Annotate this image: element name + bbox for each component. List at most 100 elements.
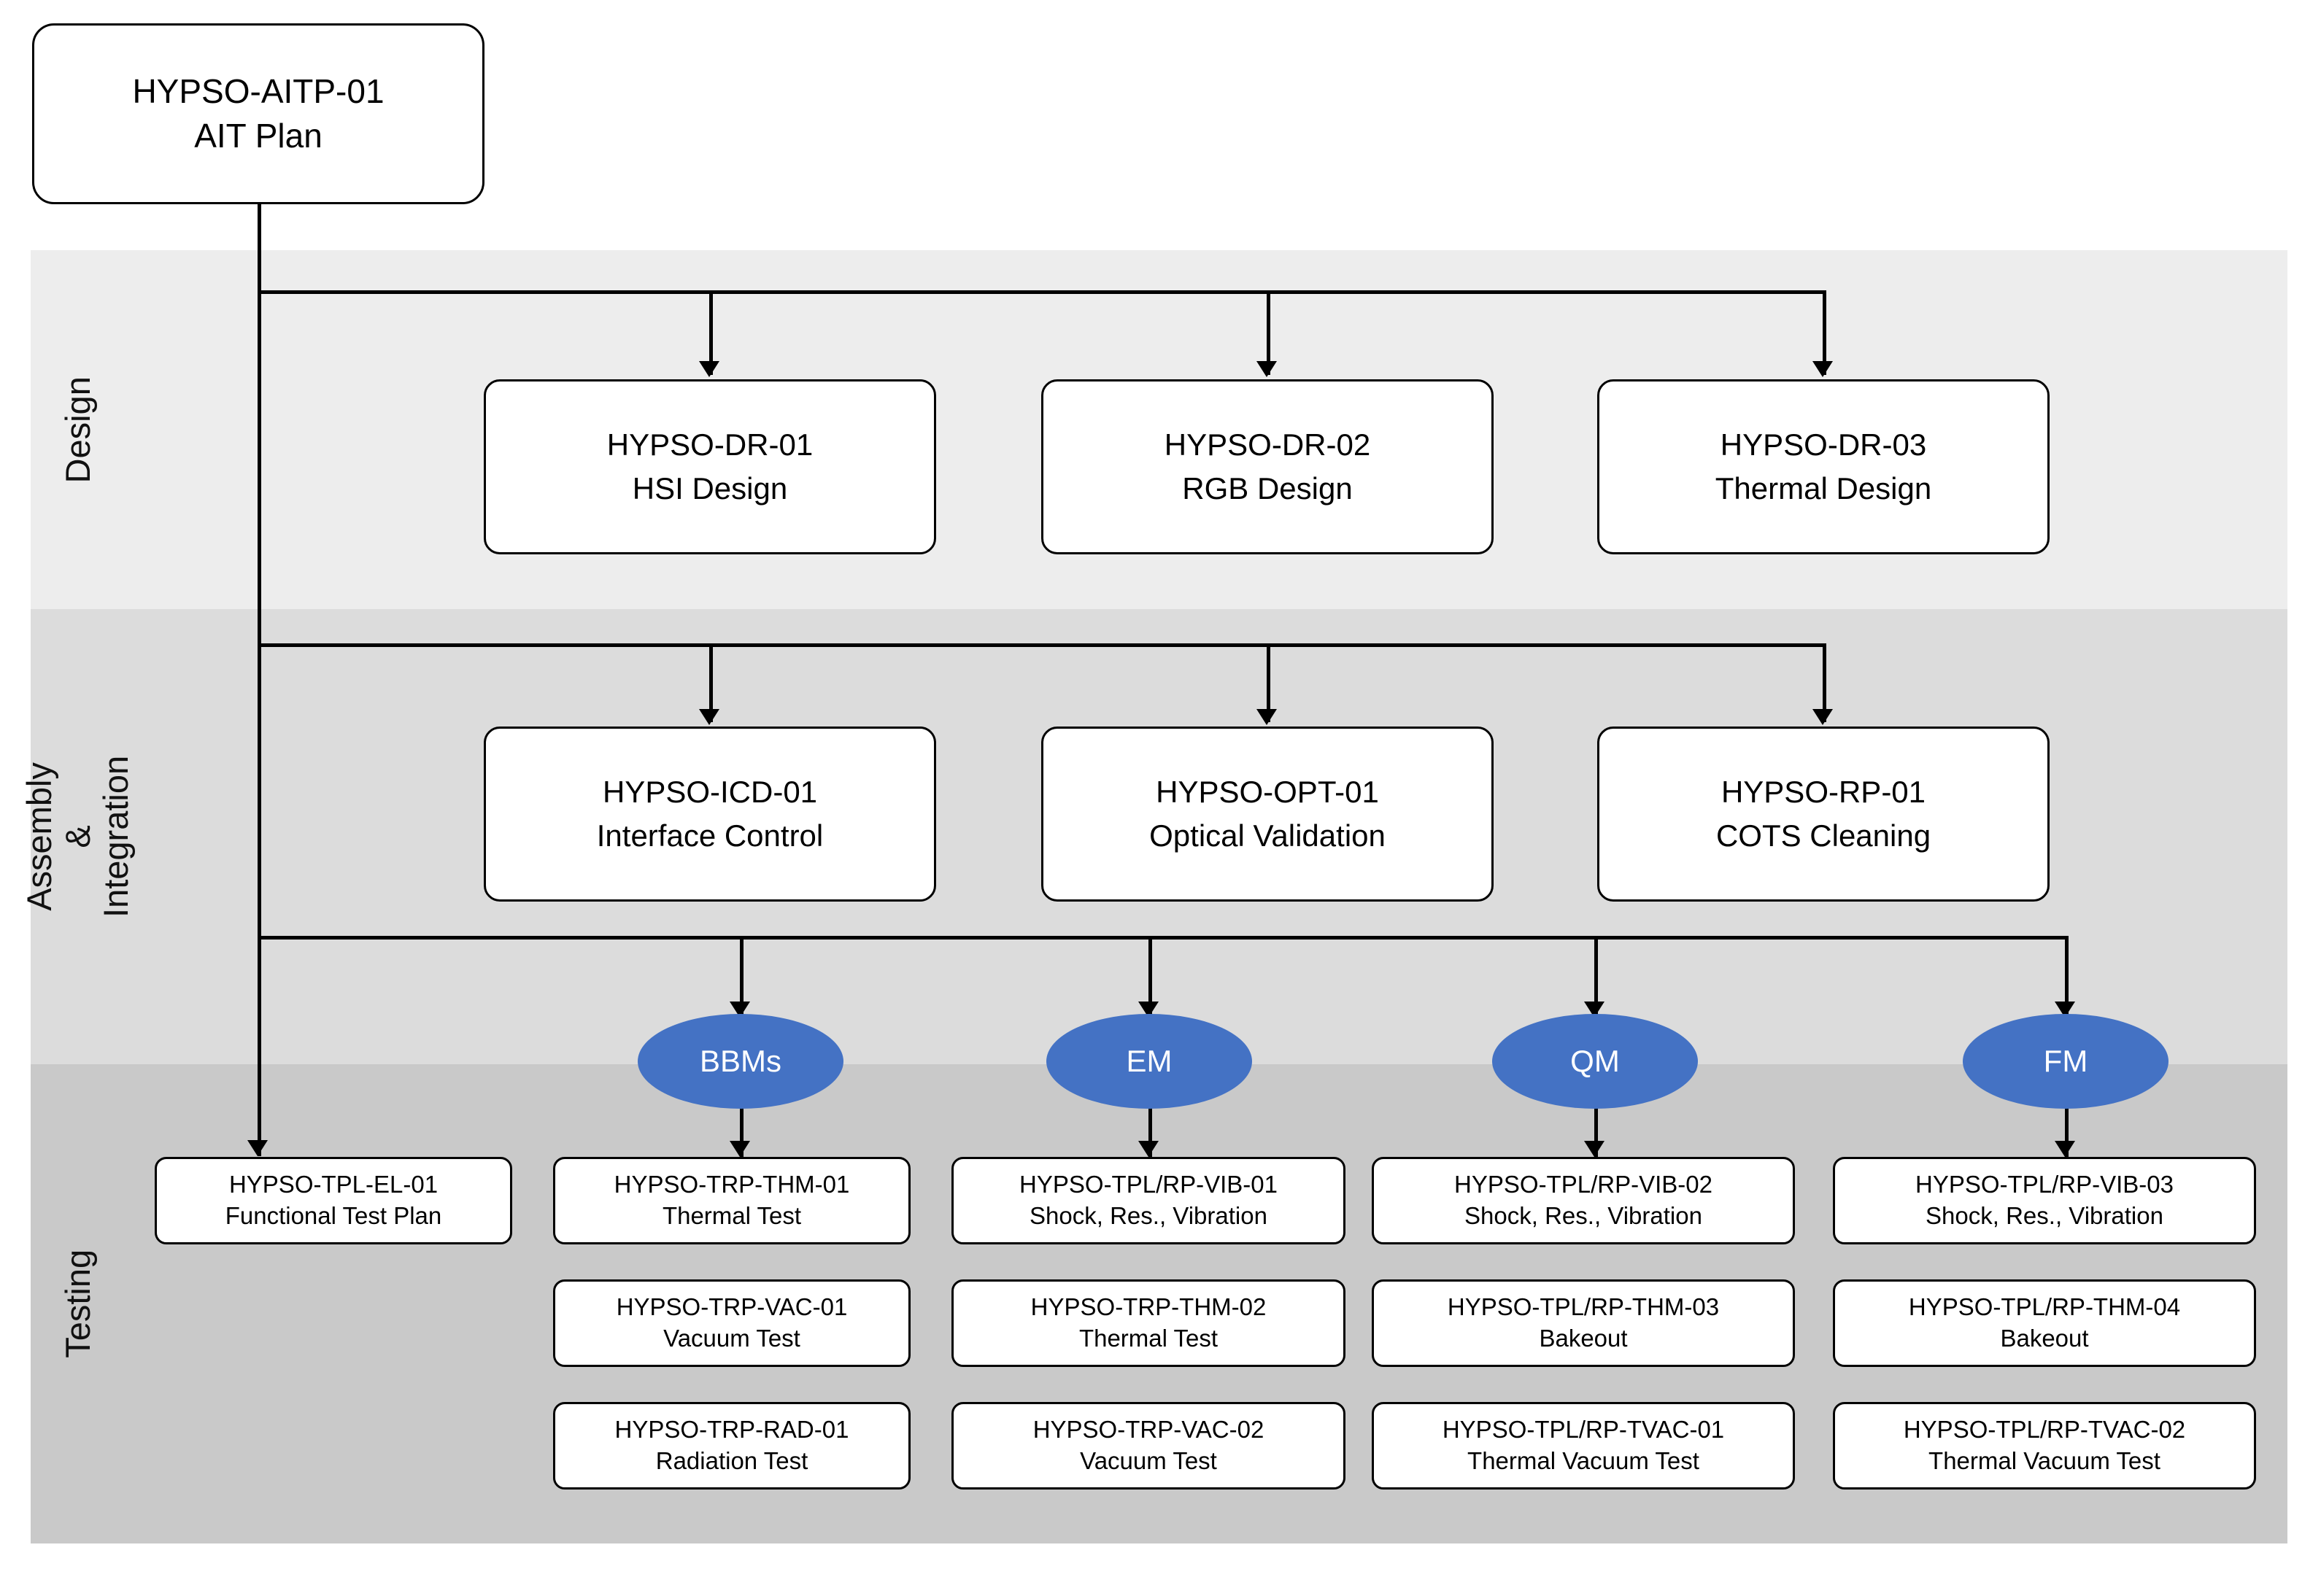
- node-test-bbms-2[interactable]: HYPSO-TRP-VAC-01 Vacuum Test: [553, 1279, 911, 1367]
- node-design-3-code: HYPSO-DR-03: [1720, 427, 1927, 462]
- arrow-model-qm: [1584, 1002, 1604, 1018]
- drop-line-model-em: [1148, 936, 1152, 1018]
- bus-line-models: [258, 936, 2067, 940]
- trunk-arrow-to-functional-test-plan: [247, 1140, 268, 1156]
- node-test-em-2[interactable]: HYPSO-TRP-THM-02 Thermal Test: [951, 1279, 1345, 1367]
- node-design-3[interactable]: HYPSO-DR-03 Thermal Design: [1597, 379, 2050, 554]
- node-design-1-code: HYPSO-DR-01: [606, 427, 814, 462]
- node-assembly-2-name: Optical Validation: [1149, 818, 1386, 853]
- node-design-3-name: Thermal Design: [1715, 471, 1932, 505]
- line-qm-to-tests: [1594, 1107, 1598, 1157]
- node-root-name: AIT Plan: [194, 117, 323, 155]
- drop-line-assembly-3: [1823, 643, 1826, 722]
- node-test-em-2-code: HYPSO-TRP-THM-02: [1030, 1293, 1267, 1321]
- swimlane-label-design: Design: [31, 250, 125, 609]
- node-test-fm-2[interactable]: HYPSO-TPL/RP-THM-04 Bakeout: [1833, 1279, 2256, 1367]
- node-test-em-3-code: HYPSO-TRP-VAC-02: [1032, 1416, 1264, 1444]
- node-test-em-1-name: Shock, Res., Vibration: [1030, 1202, 1267, 1229]
- node-test-fm-3-code: HYPSO-TPL/RP-TVAC-02: [1903, 1416, 2186, 1444]
- node-root-code: HYPSO-AITP-01: [132, 72, 385, 111]
- swimlane-label-assembly-text: Assembly & Integration: [20, 755, 136, 918]
- model-ellipse-fm[interactable]: FM: [1963, 1014, 2169, 1109]
- drop-line-design-1: [709, 290, 713, 375]
- node-design-1[interactable]: HYPSO-DR-01 HSI Design: [484, 379, 936, 554]
- node-test-fm-3[interactable]: HYPSO-TPL/RP-TVAC-02 Thermal Vacuum Test: [1833, 1402, 2256, 1490]
- node-test-bbms-3-name: Radiation Test: [655, 1447, 808, 1474]
- arrow-design-2: [1256, 361, 1277, 377]
- swimlane-label-assembly: Assembly & Integration: [20, 609, 135, 1064]
- model-ellipse-fm-label: FM: [2043, 1044, 2088, 1078]
- model-ellipse-qm-label: QM: [1570, 1044, 1620, 1078]
- trunk-line-vertical: [258, 204, 261, 1156]
- node-test-fm-1-code: HYPSO-TPL/RP-VIB-03: [1915, 1171, 2174, 1198]
- node-test-plan-1-name: Functional Test Plan: [225, 1202, 442, 1229]
- node-assembly-1-code: HYPSO-ICD-01: [602, 775, 818, 810]
- node-assembly-1[interactable]: HYPSO-ICD-01 Interface Control: [484, 727, 936, 902]
- arrow-fm-to-tests: [2055, 1141, 2075, 1157]
- node-test-fm-3-name: Thermal Vacuum Test: [1928, 1447, 2160, 1474]
- node-test-qm-3[interactable]: HYPSO-TPL/RP-TVAC-01 Thermal Vacuum Test: [1372, 1402, 1795, 1490]
- arrow-qm-to-tests: [1584, 1141, 1604, 1157]
- arrow-assembly-1: [699, 709, 719, 725]
- swimlane-label-design-text: Design: [58, 376, 97, 484]
- node-test-fm-2-code: HYPSO-TPL/RP-THM-04: [1908, 1293, 2181, 1321]
- node-test-bbms-1-code: HYPSO-TRP-THM-01: [614, 1171, 850, 1198]
- node-assembly-1-name: Interface Control: [596, 818, 824, 853]
- node-test-bbms-1[interactable]: HYPSO-TRP-THM-01 Thermal Test: [553, 1157, 911, 1244]
- arrow-em-to-tests: [1138, 1141, 1159, 1157]
- node-test-em-1-code: HYPSO-TPL/RP-VIB-01: [1019, 1171, 1278, 1198]
- swimlane-label-testing: Testing: [31, 1064, 125, 1543]
- arrow-assembly-3: [1812, 709, 1833, 725]
- drop-line-model-bbms: [740, 936, 744, 1018]
- node-test-em-1[interactable]: HYPSO-TPL/RP-VIB-01 Shock, Res., Vibrati…: [951, 1157, 1345, 1244]
- node-test-qm-2-code: HYPSO-TPL/RP-THM-03: [1447, 1293, 1720, 1321]
- arrow-design-3: [1812, 361, 1833, 377]
- node-test-qm-3-code: HYPSO-TPL/RP-TVAC-01: [1442, 1416, 1725, 1444]
- node-test-em-3-name: Vacuum Test: [1080, 1447, 1217, 1474]
- drop-line-assembly-2: [1267, 643, 1270, 722]
- node-design-1-name: HSI Design: [632, 471, 788, 505]
- node-design-2[interactable]: HYPSO-DR-02 RGB Design: [1041, 379, 1494, 554]
- node-test-qm-2-name: Bakeout: [1539, 1325, 1628, 1352]
- node-assembly-3[interactable]: HYPSO-RP-01 COTS Cleaning: [1597, 727, 2050, 902]
- drop-line-design-2: [1267, 290, 1270, 375]
- node-test-bbms-1-name: Thermal Test: [662, 1202, 802, 1229]
- node-test-plan-1-code: HYPSO-TPL-EL-01: [228, 1171, 439, 1198]
- node-design-2-code: HYPSO-DR-02: [1164, 427, 1371, 462]
- node-test-fm-1[interactable]: HYPSO-TPL/RP-VIB-03 Shock, Res., Vibrati…: [1833, 1157, 2256, 1244]
- node-test-qm-1-name: Shock, Res., Vibration: [1464, 1202, 1702, 1229]
- bus-line-design: [258, 290, 1824, 294]
- arrow-model-fm: [2055, 1002, 2075, 1018]
- swimlane-label-testing-text: Testing: [58, 1250, 97, 1358]
- node-test-qm-2[interactable]: HYPSO-TPL/RP-THM-03 Bakeout: [1372, 1279, 1795, 1367]
- model-ellipse-em-label: EM: [1126, 1044, 1173, 1078]
- node-test-bbms-3[interactable]: HYPSO-TRP-RAD-01 Radiation Test: [553, 1402, 911, 1490]
- node-test-fm-2-name: Bakeout: [2000, 1325, 2089, 1352]
- drop-line-assembly-1: [709, 643, 713, 722]
- line-fm-to-tests: [2065, 1107, 2069, 1157]
- model-ellipse-qm[interactable]: QM: [1492, 1014, 1698, 1109]
- node-assembly-3-code: HYPSO-RP-01: [1721, 775, 1926, 810]
- model-ellipse-bbms-label: BBMs: [699, 1044, 781, 1078]
- node-root-ait-plan[interactable]: HYPSO-AITP-01 AIT Plan: [32, 23, 484, 204]
- node-assembly-2[interactable]: HYPSO-OPT-01 Optical Validation: [1041, 727, 1494, 902]
- node-test-plan-1[interactable]: HYPSO-TPL-EL-01 Functional Test Plan: [155, 1157, 512, 1244]
- line-em-to-tests: [1148, 1107, 1152, 1157]
- node-test-bbms-3-code: HYPSO-TRP-RAD-01: [614, 1416, 849, 1444]
- node-test-qm-1[interactable]: HYPSO-TPL/RP-VIB-02 Shock, Res., Vibrati…: [1372, 1157, 1795, 1244]
- model-ellipse-bbms[interactable]: BBMs: [638, 1014, 843, 1109]
- node-test-bbms-2-code: HYPSO-TRP-VAC-01: [616, 1293, 848, 1321]
- arrow-model-bbms: [730, 1002, 750, 1018]
- arrow-design-1: [699, 361, 719, 377]
- drop-line-model-fm: [2065, 936, 2069, 1018]
- node-test-fm-1-name: Shock, Res., Vibration: [1926, 1202, 2163, 1229]
- node-test-qm-3-name: Thermal Vacuum Test: [1467, 1447, 1699, 1474]
- node-test-em-2-name: Thermal Test: [1078, 1325, 1219, 1352]
- drop-line-design-3: [1823, 290, 1826, 375]
- node-assembly-3-name: COTS Cleaning: [1715, 818, 1931, 853]
- bus-line-assembly: [258, 643, 1824, 647]
- node-test-bbms-2-name: Vacuum Test: [663, 1325, 800, 1352]
- model-ellipse-em[interactable]: EM: [1046, 1014, 1252, 1109]
- node-test-em-3[interactable]: HYPSO-TRP-VAC-02 Vacuum Test: [951, 1402, 1345, 1490]
